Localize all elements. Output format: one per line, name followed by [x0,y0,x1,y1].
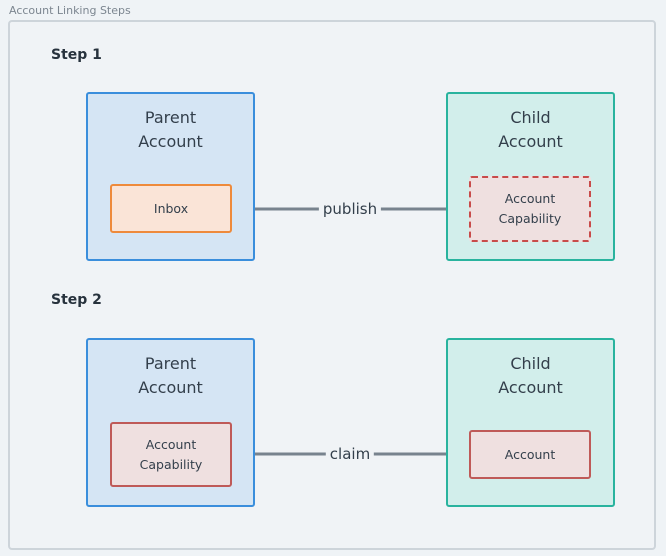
step2-title: Step 2 [51,292,102,308]
child-account-title: Child Account [498,354,563,397]
claim-label: claim [325,445,375,463]
parent-account-title: Parent Account [138,354,203,397]
step1-account-capability: Account Capability [469,176,591,242]
parent-account-title: Parent Account [138,108,203,151]
step2-account: Account [469,430,591,479]
step1-title: Step 1 [51,47,102,63]
child-account-title: Child Account [498,108,563,151]
step1-parent-account: Parent Account [86,92,255,261]
step1-inbox: Inbox [110,184,232,233]
step2-child-account: Child Account [446,338,615,507]
diagram-caption: Account Linking Steps [9,4,131,17]
step2-account-capability: Account Capability [110,422,232,487]
publish-label: publish [318,200,382,218]
